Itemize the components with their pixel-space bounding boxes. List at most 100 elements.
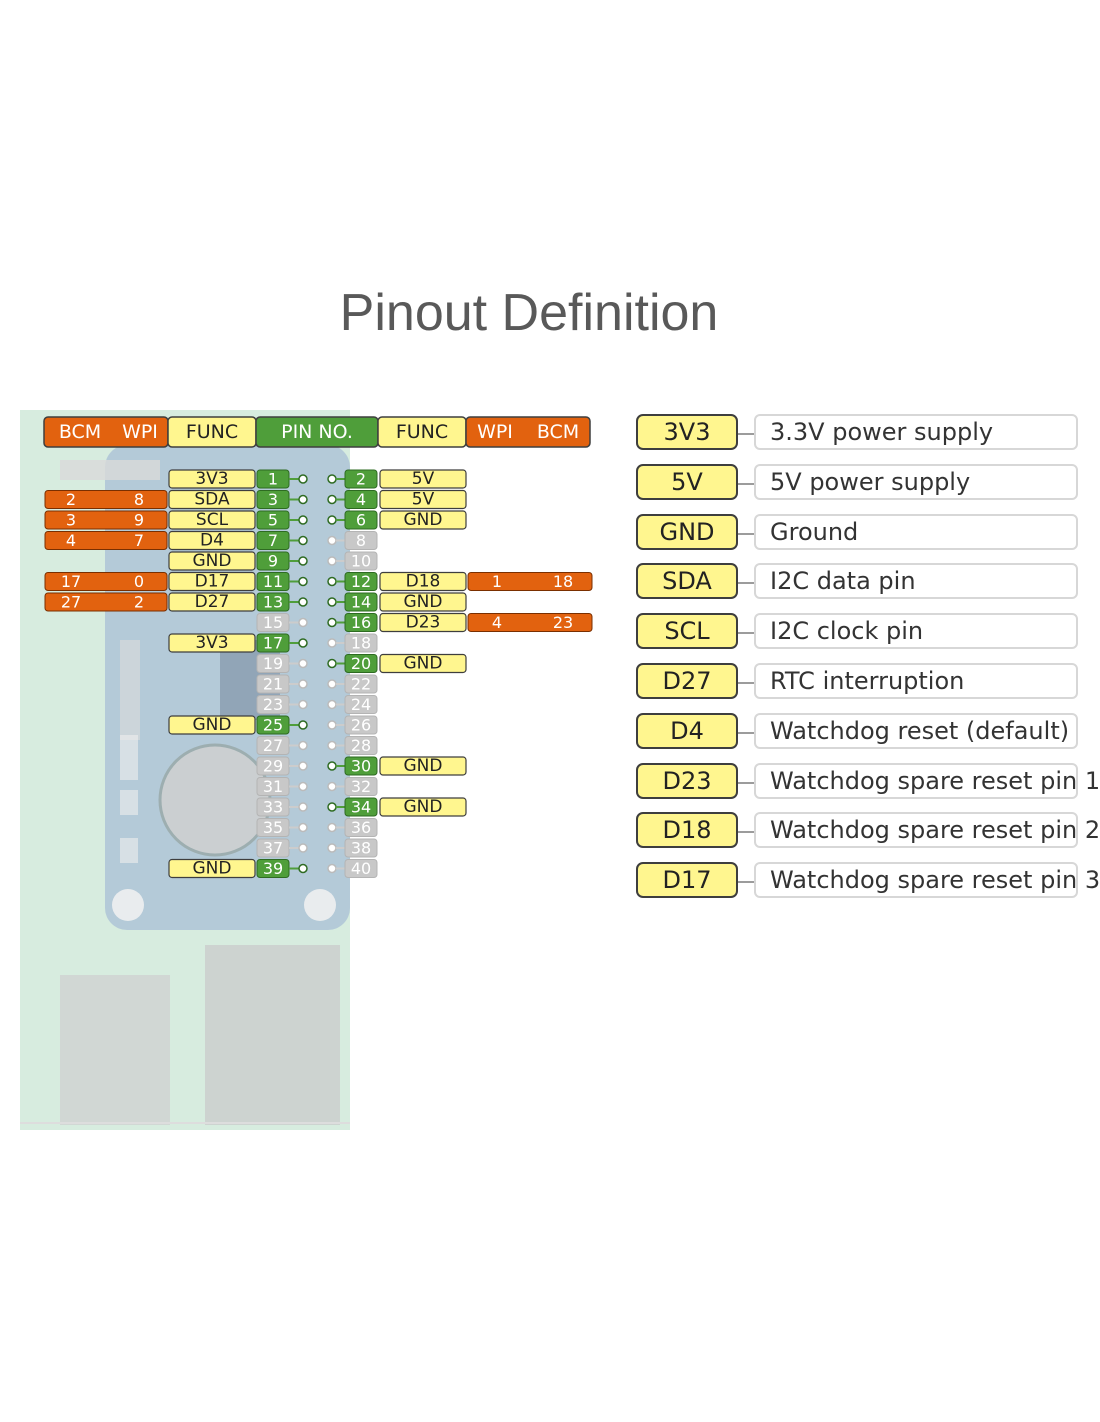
pin-number: 7 <box>268 531 278 550</box>
func-badge <box>379 653 467 674</box>
func-badge <box>168 530 256 551</box>
pin-number: 32 <box>351 777 371 796</box>
func-label: GND <box>404 654 443 674</box>
pin-hole <box>327 617 337 628</box>
pin-number: 37 <box>263 839 283 858</box>
bcm-number: 17 <box>61 572 81 591</box>
pin-number: 35 <box>263 818 283 837</box>
pin-number: 11 <box>263 572 283 591</box>
header-label: BCM <box>537 421 579 443</box>
pin-hole <box>298 515 308 525</box>
pin-hole <box>298 863 308 874</box>
wpi-bcm-badge <box>467 613 593 632</box>
pin-hole <box>327 863 337 874</box>
func-badge <box>168 510 256 530</box>
func-badge <box>168 551 256 571</box>
func-label: D23 <box>406 613 441 633</box>
pin-number-badge <box>344 572 378 591</box>
pin-row-33: 33 <box>256 797 308 817</box>
pin-number: 29 <box>263 757 283 776</box>
bcm-number: 2 <box>66 490 76 509</box>
ethernet-port <box>205 945 340 1125</box>
pin-number-badge <box>344 531 378 550</box>
pin-number: 6 <box>356 511 366 530</box>
pin-row-22: 22 <box>327 674 378 694</box>
func-badge <box>379 592 467 612</box>
header-label: FUNC <box>186 421 238 443</box>
led <box>120 790 138 815</box>
pin-number: 33 <box>263 798 283 817</box>
legend-connector-line <box>738 831 754 834</box>
header-label: WPI <box>122 421 158 443</box>
pin-number: 25 <box>263 716 283 735</box>
pin-number-badge <box>344 756 378 776</box>
board-edge <box>20 1122 350 1124</box>
func-badge <box>379 797 467 817</box>
pin-number: 26 <box>351 716 371 735</box>
pin-number-badge <box>344 654 378 673</box>
pin-number: 21 <box>263 675 283 694</box>
pin-number-badge <box>344 469 378 489</box>
pin-number-badge <box>344 715 378 735</box>
pin-row-29: 29 <box>256 756 308 776</box>
pin-hole <box>298 597 308 607</box>
legend-connector-line <box>738 582 754 585</box>
connector <box>60 460 160 480</box>
pin-number-badge <box>344 797 378 817</box>
legend-code: 3V3 <box>636 414 738 450</box>
legend-connector-line <box>738 632 754 635</box>
pin-hole <box>298 535 308 546</box>
bcm-wpi-badge <box>44 490 168 509</box>
pin-hole <box>298 781 308 792</box>
pin-hole <box>298 761 308 771</box>
header-label: WPI <box>477 421 513 443</box>
pin-number-badge <box>344 818 378 837</box>
legend-description: Ground <box>754 513 1078 550</box>
legend-code: D23 <box>636 762 738 799</box>
pin-hole <box>327 556 337 566</box>
pin-number: 28 <box>351 736 371 755</box>
func-badge <box>168 715 256 735</box>
pin-hole <box>327 494 337 505</box>
func-label: 5V <box>412 469 435 489</box>
legend-connector-line <box>738 482 754 485</box>
header-label: BCM <box>59 421 101 443</box>
pin-number: 20 <box>351 654 371 673</box>
pin-hole <box>327 679 337 689</box>
pin-number-badge <box>344 510 378 530</box>
pin-hole <box>327 576 337 587</box>
pin-row-35: 35 <box>256 818 308 837</box>
pin-number: 18 <box>351 634 371 653</box>
bcm-number: 27 <box>61 593 81 612</box>
func-label: GND <box>404 592 443 612</box>
legend-description: RTC interruption <box>754 663 1078 699</box>
pin-hole <box>298 822 308 833</box>
pin-row-21: 21 <box>256 674 308 694</box>
pin-row-36: 36 <box>327 818 378 837</box>
func-label: D4 <box>200 531 224 551</box>
pin-number: 3 <box>268 490 278 509</box>
pin-number-badge <box>344 777 378 796</box>
legend-connector-line <box>738 781 754 784</box>
func-label: 3V3 <box>195 633 228 653</box>
pin-row-8: 8 <box>327 531 378 550</box>
pin-hole <box>298 720 308 730</box>
